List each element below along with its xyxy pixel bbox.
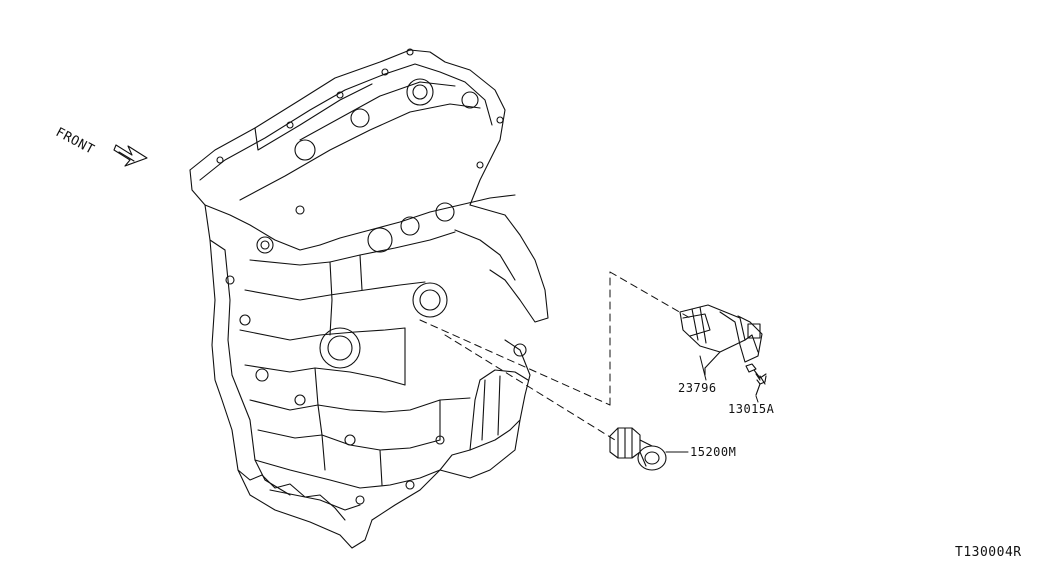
label-leaders <box>665 355 759 453</box>
filter-plug-15200M <box>609 427 667 471</box>
part-label-15200M[interactable]: 15200M <box>690 445 737 459</box>
part-label-13015A[interactable]: 13015A <box>728 402 775 416</box>
bolt-13015A <box>745 363 767 396</box>
assembly-leader-lines <box>419 271 691 441</box>
front-arrow-icon <box>113 144 148 167</box>
engine-block <box>189 48 549 549</box>
solenoid-valve-23796 <box>679 304 763 376</box>
part-label-23796[interactable]: 23796 <box>678 381 717 395</box>
figure-code: T130004R <box>955 545 1022 560</box>
